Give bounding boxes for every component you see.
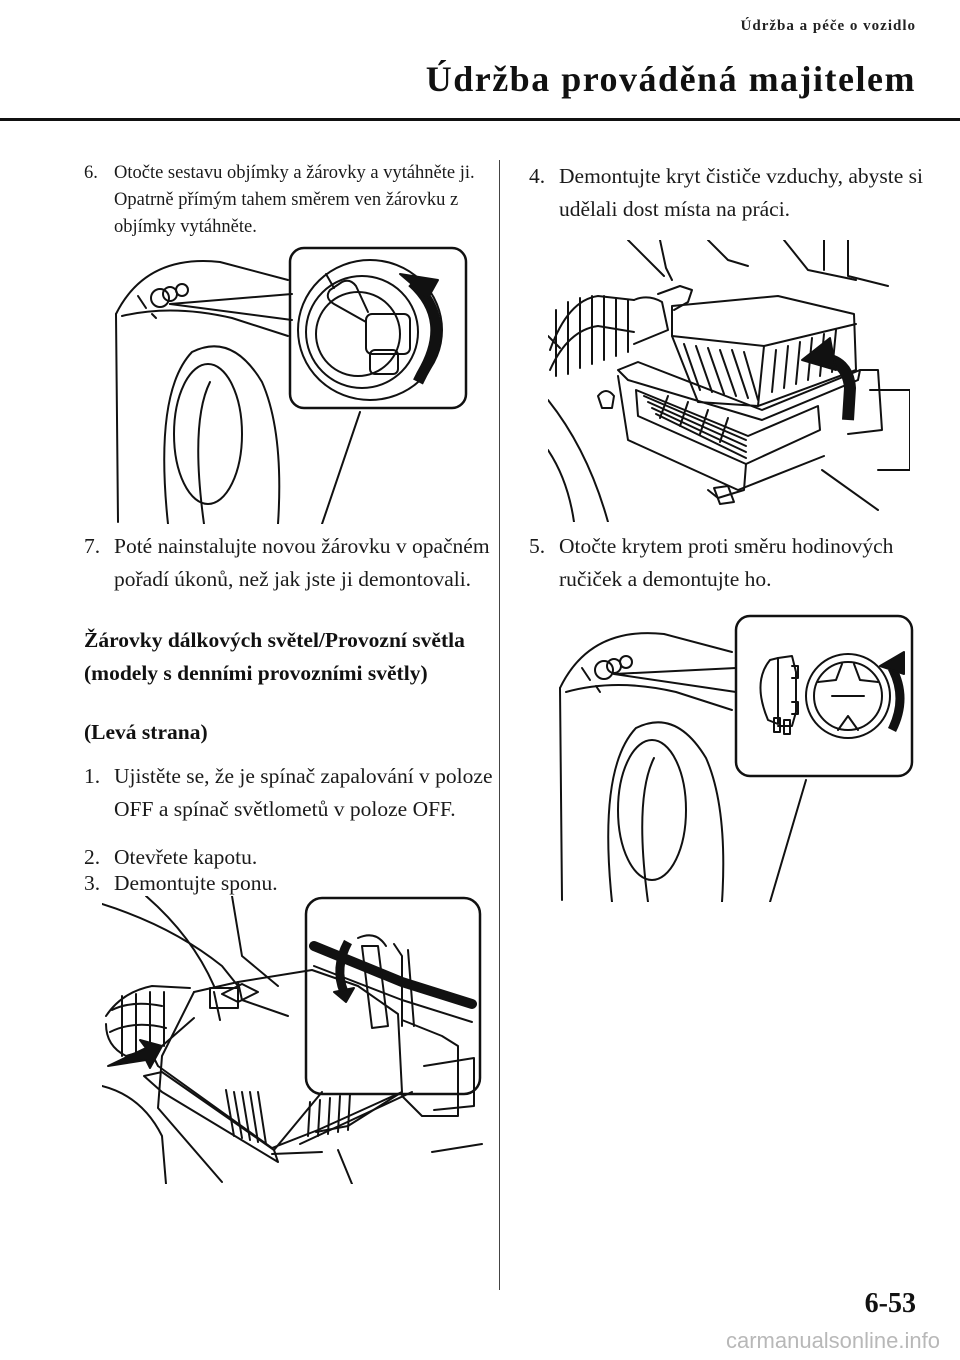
step-text: Otočte krytem proti směru hodinových ruč… bbox=[559, 534, 894, 591]
section-title: Údržba a péče o vozidlo bbox=[740, 18, 916, 34]
clip-removal-illustration bbox=[102, 896, 483, 1184]
watermark: carmanualsonline.info bbox=[725, 1328, 940, 1353]
step-text: Otočte sestavu objímky a žárovky a vytáh… bbox=[114, 163, 475, 237]
section-heading: Žárovky dálkových světel/Provozní světla… bbox=[84, 628, 465, 685]
step-text: Demontujte sponu. bbox=[114, 871, 278, 895]
step-3: 3. Demontujte sponu. bbox=[84, 867, 524, 900]
step-text: Demontujte kryt čističe vzduchy, abyste … bbox=[559, 164, 924, 221]
page-number: 6-53 bbox=[864, 1288, 916, 1319]
step-6: 6. Otočte sestavu objímky a žárovky a vyt… bbox=[84, 160, 514, 241]
step-7: 7. Poté nainstalujte novou žárovku v opač… bbox=[84, 530, 514, 596]
header-rule bbox=[0, 118, 960, 121]
step-number: 4. bbox=[529, 164, 546, 188]
bulb-socket-removal-illustration bbox=[115, 246, 468, 524]
step-text: Poté nainstalujte novou žárovku v opačné… bbox=[114, 534, 490, 591]
step-text: Ujistěte se, že je spínač zapalování v p… bbox=[114, 764, 493, 821]
step-2: 2. Otevřete kapotu. bbox=[84, 841, 524, 874]
step-4: 4. Demontujte kryt čističe vzduchy, abyst… bbox=[529, 160, 959, 226]
step-1: 1. Ujistěte se, že je spínač zapalování v… bbox=[84, 760, 524, 826]
step-number: 5. bbox=[529, 534, 546, 558]
step-5: 5. Otočte krytem proti směru hodinových r… bbox=[529, 530, 959, 596]
step-number: 7. bbox=[84, 534, 101, 558]
step-text: Otevřete kapotu. bbox=[114, 845, 258, 869]
step-number: 2. bbox=[84, 845, 101, 869]
section-subheading: (Levá strana) bbox=[84, 720, 208, 744]
step-number: 6. bbox=[84, 163, 98, 183]
air-cleaner-cover-removal-illustration bbox=[548, 240, 910, 522]
page-title: Údržba prováděná majitelem bbox=[425, 59, 916, 99]
step-number: 1. bbox=[84, 764, 101, 788]
cover-rotation-illustration bbox=[559, 614, 914, 902]
step-number: 3. bbox=[84, 871, 101, 895]
column-divider bbox=[499, 160, 500, 1290]
